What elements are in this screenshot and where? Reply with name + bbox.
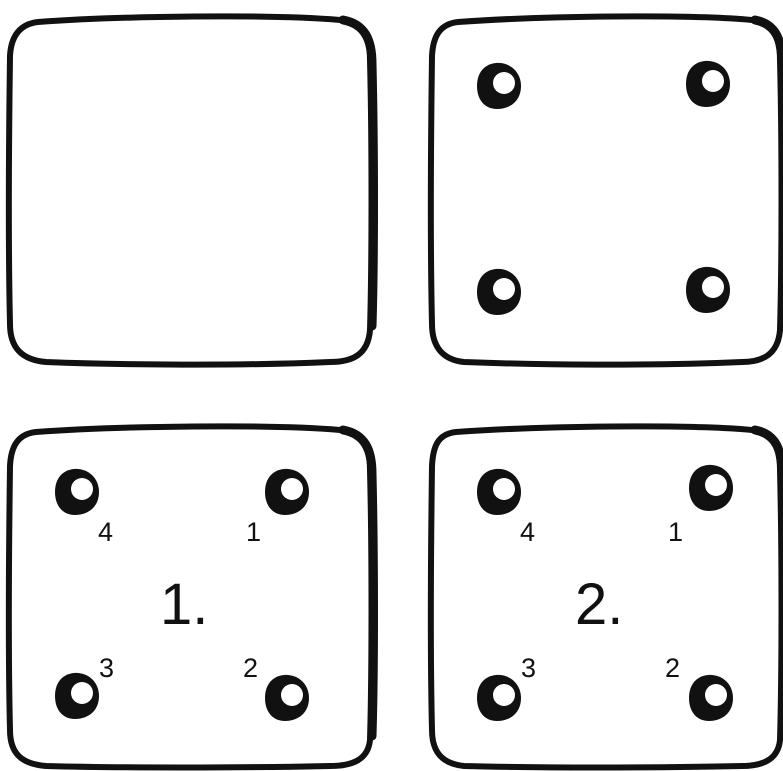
hole-icon (477, 269, 521, 315)
hole-icon (265, 675, 309, 721)
panel-step-1: 4 1 3 2 1. (9, 426, 374, 767)
hole-icon (265, 469, 309, 515)
hole-label-2: 2 (665, 653, 680, 683)
hole-icon (689, 675, 733, 721)
hole-label-4: 4 (98, 517, 113, 547)
hole-icon (689, 465, 733, 511)
hole-icon (686, 267, 730, 313)
hole-icon (686, 61, 730, 107)
panel-empty-square (9, 16, 374, 364)
panel-step-2: 4 1 3 2 2. (431, 426, 783, 767)
square-outline (9, 16, 372, 364)
hole-label-2: 2 (243, 653, 258, 683)
step-label: 1. (160, 572, 208, 637)
hole-label-4: 4 (520, 517, 535, 547)
hole-icon (55, 469, 99, 515)
hole-label-3: 3 (99, 653, 114, 683)
hole-icon (477, 63, 521, 109)
hole-label-1: 1 (246, 517, 261, 547)
hole-icon (477, 675, 521, 721)
hole-icon (477, 469, 521, 515)
hole-label-1: 1 (668, 517, 683, 547)
step-label: 2. (575, 572, 623, 637)
hole-label-3: 3 (521, 653, 536, 683)
hole-icon (55, 673, 99, 719)
panel-square-with-holes (431, 16, 783, 364)
